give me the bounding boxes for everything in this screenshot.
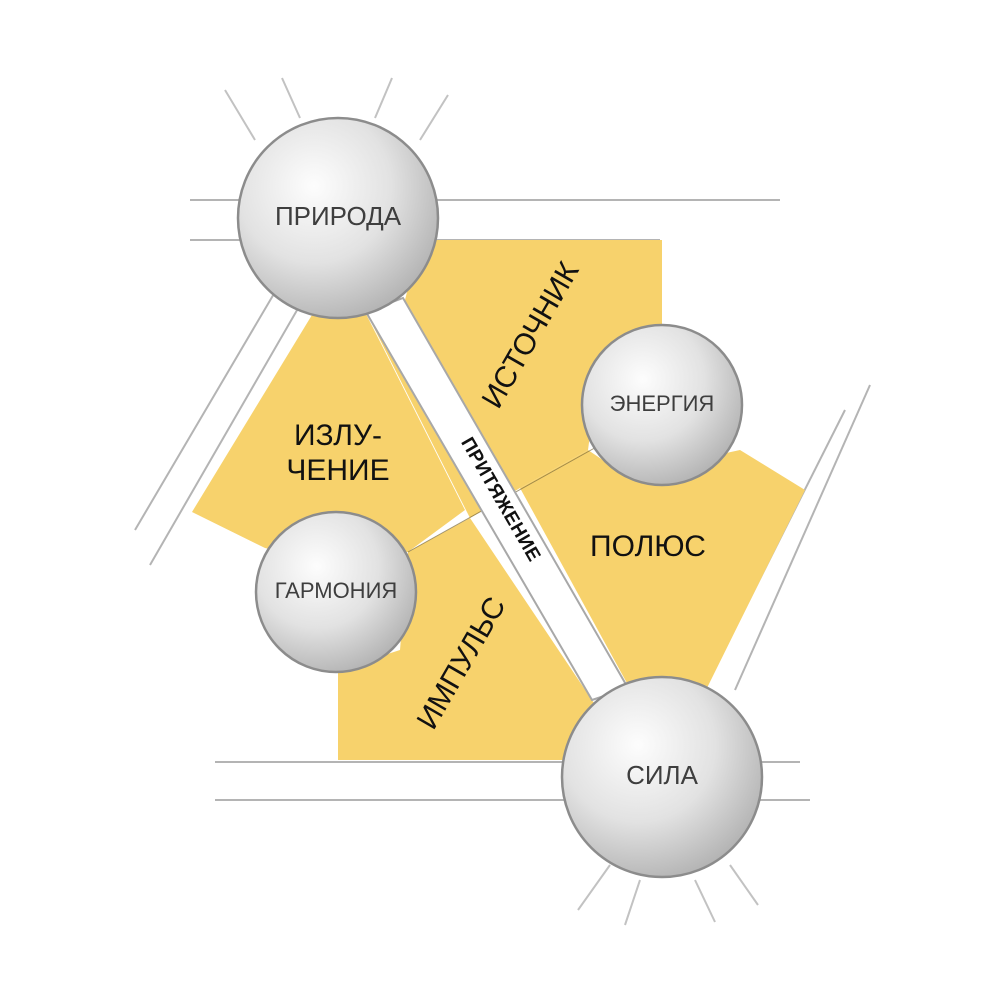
- regions: [192, 240, 805, 760]
- region-impuls: [338, 518, 600, 760]
- road-edge: [734, 384, 871, 691]
- ray-line: [419, 94, 449, 141]
- ray-line: [729, 864, 759, 906]
- road-edge: [149, 304, 301, 566]
- ray-line: [577, 864, 611, 911]
- ray-line: [224, 89, 256, 141]
- region-label-polyus: ПОЛЮС: [590, 530, 706, 563]
- ray-line: [624, 879, 641, 926]
- node-label-garmoniya: ГАРМОНИЯ: [275, 578, 398, 603]
- region-izluchenie: [192, 310, 465, 560]
- sphere-shape: [560, 675, 764, 879]
- ray-line: [281, 77, 301, 119]
- node-label-sila: СИЛА: [626, 760, 699, 790]
- ray-lines: [224, 77, 759, 926]
- node-label-priroda: ПРИРОДА: [275, 201, 402, 231]
- node-sila: СИЛА: [560, 675, 764, 879]
- region-istochnik: [368, 240, 662, 518]
- ray-line: [374, 77, 393, 119]
- ray-line: [694, 879, 716, 923]
- node-label-energiya: ЭНЕРГИЯ: [610, 391, 715, 416]
- road-edge: [134, 291, 276, 531]
- sphere-shape: [236, 116, 440, 320]
- region-label-izluchenie-2: ЧЕНИЕ: [286, 454, 389, 487]
- node-garmoniya: ГАРМОНИЯ: [254, 510, 418, 674]
- region-label-izluchenie-1: ИЗЛУ-: [294, 419, 382, 452]
- sphere-shape: [254, 510, 418, 674]
- region-polyus: [520, 450, 805, 690]
- node-energiya: ЭНЕРГИЯ: [580, 323, 744, 487]
- node-priroda: ПРИРОДА: [236, 116, 440, 320]
- sphere-shape: [580, 323, 744, 487]
